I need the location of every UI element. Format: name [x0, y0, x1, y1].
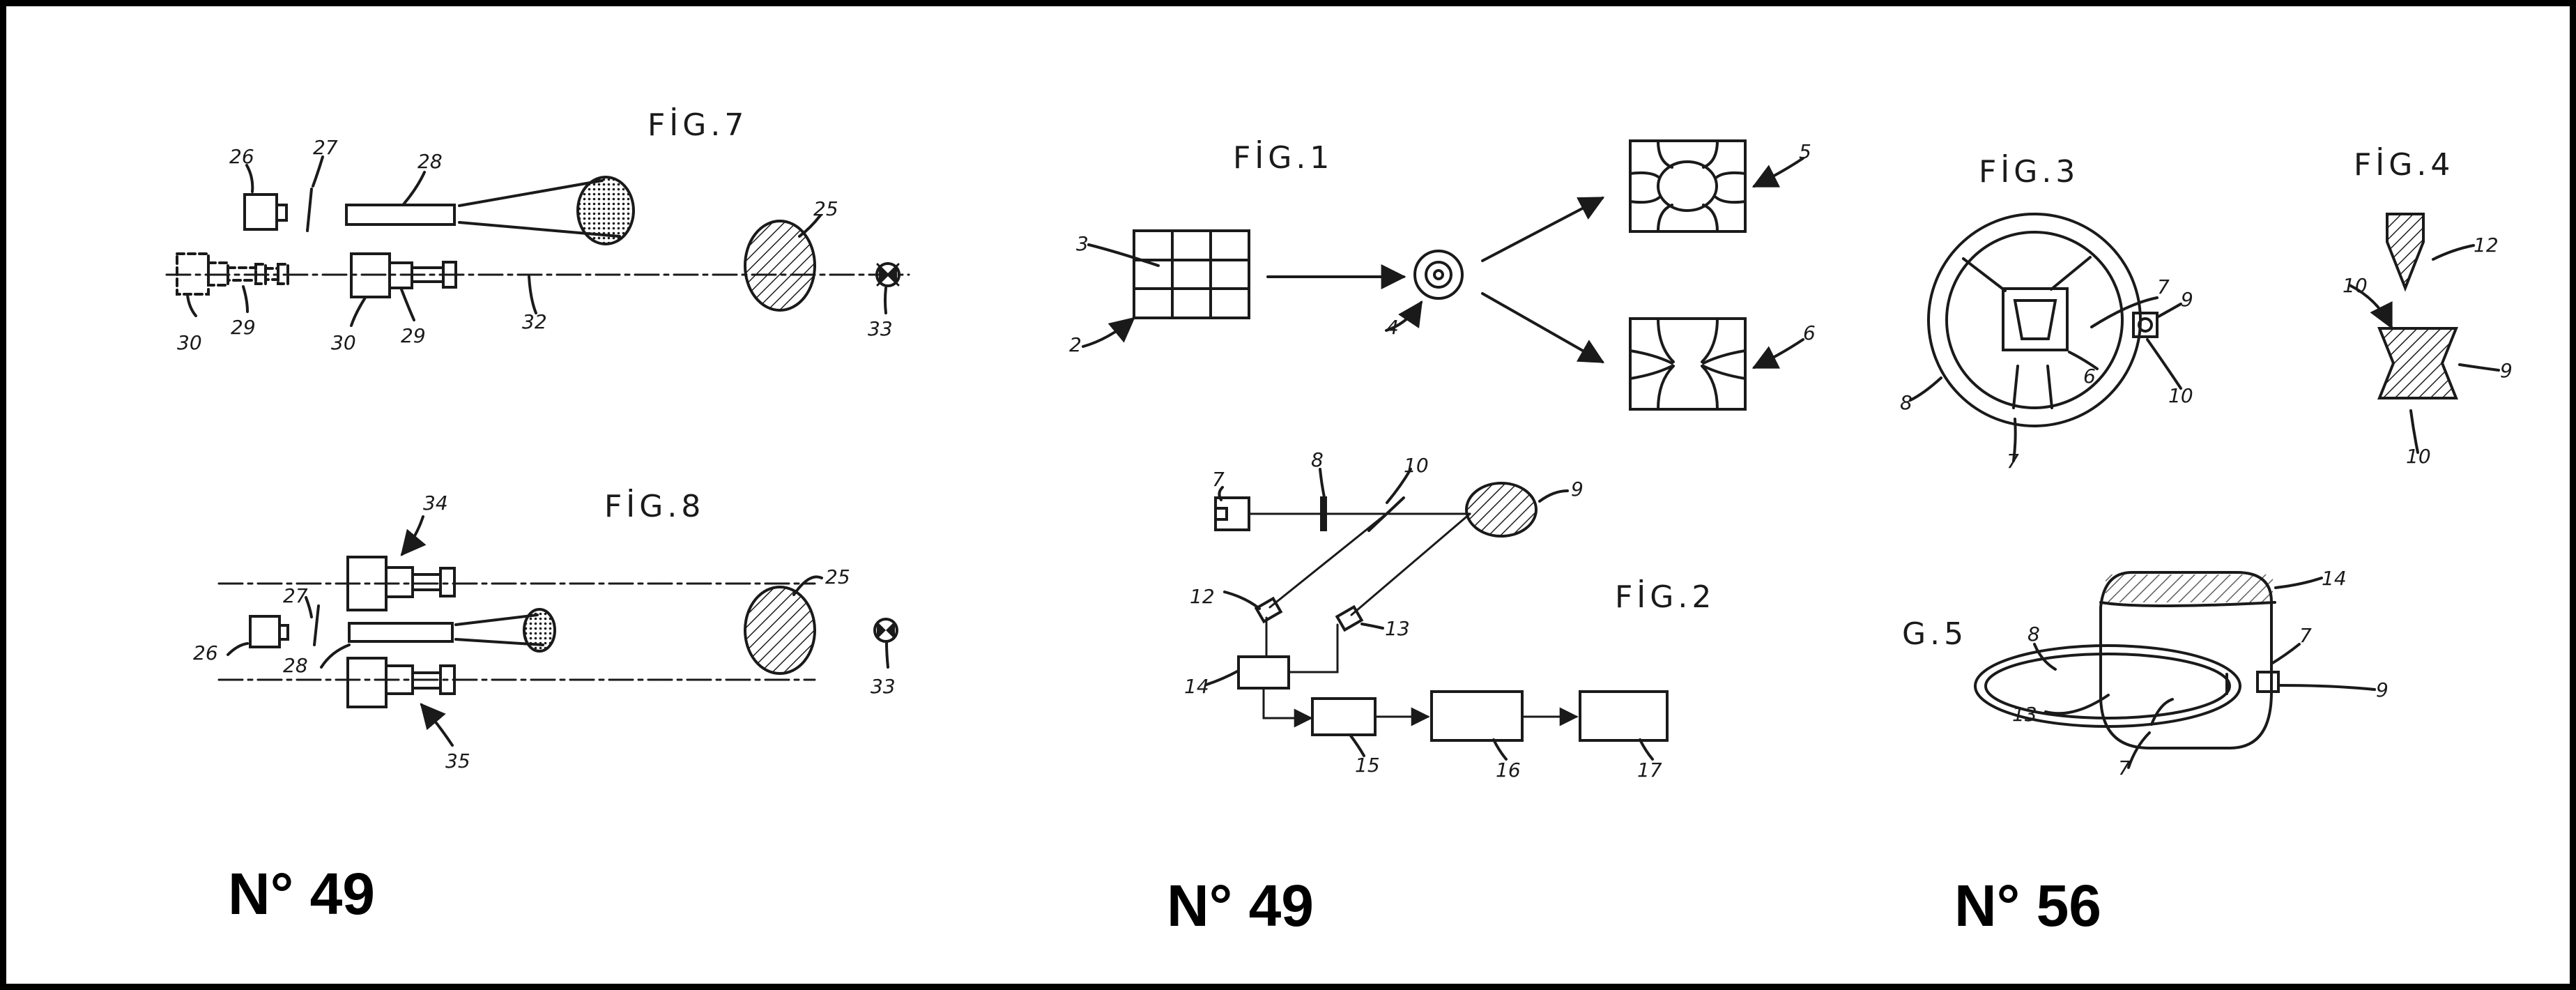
box-17 — [1579, 690, 1669, 742]
patent-drawings: FİG.7 — [165, 107, 2513, 782]
figure-5: G.5 — [1902, 571, 2376, 769]
ref-f8-25: 25 — [825, 565, 850, 588]
ref-f4-10a: 10 — [2343, 274, 2368, 297]
figure-2: FİG.2 — [1205, 468, 1715, 761]
ref-f2-7: 7 — [1212, 468, 1225, 491]
ref-f5-7a: 7 — [2299, 624, 2312, 647]
slab-28 — [345, 204, 456, 226]
ref-f4-10b: 10 — [2406, 445, 2431, 468]
ref-f1-4: 4 — [1386, 316, 1399, 339]
ref-f7-25: 25 — [813, 197, 838, 220]
ref-f8-28: 28 — [283, 654, 308, 677]
hatched-target-25-fig8 — [744, 586, 816, 675]
ref-f2-14: 14 — [1184, 675, 1209, 698]
box-15 — [1311, 697, 1377, 736]
ref-f5-14: 14 — [2322, 567, 2347, 590]
ref-f1-3: 3 — [1076, 232, 1089, 255]
box-14 — [1237, 655, 1290, 690]
ref-f5-7b: 7 — [2118, 756, 2131, 779]
ref-f1-6: 6 — [1803, 321, 1816, 344]
sample-9 — [1465, 482, 1538, 538]
fig8-title: FİG.8 — [604, 488, 705, 524]
ref-f7-29b: 29 — [401, 324, 426, 347]
ref-f7-32: 32 — [522, 310, 547, 333]
ref-f3-8: 8 — [1900, 391, 1912, 414]
figure-1: FİG.1 — [1082, 139, 1804, 411]
plate-number-right: N° 56 — [1954, 873, 2102, 938]
grid-3 — [1133, 229, 1250, 319]
ref-f8-34: 34 — [423, 492, 448, 515]
ref-f1-2: 2 — [1069, 333, 1082, 356]
ref-f7-33: 33 — [868, 317, 893, 340]
slab-28-fig8 — [348, 622, 454, 643]
distorted-pattern-6 — [1629, 317, 1747, 411]
figure-3: FİG.3 — [1909, 153, 2182, 462]
plate-number-left: N° 49 — [228, 861, 376, 927]
figure-7: FİG.7 — [165, 107, 910, 327]
ref-f7-28: 28 — [417, 150, 443, 173]
fig3-title: FİG.3 — [1979, 153, 2079, 190]
box-16 — [1430, 690, 1524, 742]
figure-8: FİG.8 — [217, 488, 898, 747]
ref-f3-7b: 7 — [2007, 450, 2019, 473]
ref-f4-9: 9 — [2500, 359, 2513, 382]
ref-f2-8: 8 — [1311, 448, 1324, 471]
ref-f7-27: 27 — [313, 136, 338, 159]
ref-f8-33: 33 — [871, 675, 896, 698]
detector-33 — [875, 262, 900, 287]
fig2-title: FİG.2 — [1615, 579, 1715, 615]
notched-block-9 — [2377, 327, 2458, 399]
device-35 — [346, 657, 388, 708]
ref-f2-16: 16 — [1496, 759, 1521, 782]
fig5-title: G.5 — [1902, 616, 1968, 652]
distorted-pattern-5 — [1629, 139, 1747, 233]
ref-f3-10: 10 — [2168, 384, 2193, 407]
inner-square-6 — [2002, 287, 2069, 351]
camera-26 — [243, 193, 278, 231]
ref-f2-9: 9 — [1571, 478, 1584, 501]
ref-f7-30b: 30 — [331, 331, 356, 354]
plate-number-center: N° 49 — [1167, 873, 1314, 938]
target-disc-cone-end — [576, 176, 635, 245]
ref-f2-17: 17 — [1637, 759, 1662, 782]
ref-f7-29a: 29 — [231, 316, 256, 339]
ref-f8-35: 35 — [445, 749, 470, 772]
lens-4 — [1413, 250, 1464, 300]
fig7-title: FİG.7 — [647, 107, 748, 143]
camera-26-fig8 — [249, 615, 281, 648]
clip-9 — [2132, 312, 2159, 338]
outer-ring-8 — [1927, 213, 2142, 427]
ref-f8-27: 27 — [283, 584, 308, 607]
fig1-title: FİG.1 — [1233, 139, 1333, 176]
ref-f5-8: 8 — [2027, 623, 2040, 646]
ref-f1-5: 5 — [1799, 140, 1811, 163]
ref-f3-6: 6 — [2083, 365, 2096, 388]
ref-f2-15: 15 — [1355, 754, 1380, 777]
ref-f2-12: 12 — [1190, 585, 1215, 608]
figure-4: FİG.4 — [2348, 146, 2500, 454]
wedge-12 — [2386, 213, 2425, 292]
ref-f8-26: 26 — [193, 641, 218, 664]
ref-f3-7a: 7 — [2157, 275, 2170, 298]
ref-f2-10: 10 — [1404, 454, 1429, 477]
ref-f3-9: 9 — [2181, 288, 2193, 311]
ref-f5-13: 13 — [2012, 703, 2037, 726]
fig4-title: FİG.4 — [2354, 146, 2454, 183]
hatched-target-25 — [744, 220, 816, 312]
ref-f2-13: 13 — [1385, 617, 1410, 640]
laser-7 — [1214, 496, 1250, 531]
reference-numerals: 26 27 28 25 30 29 30 29 32 33 34 27 26 2… — [177, 136, 2513, 782]
ref-f4-12: 12 — [2474, 234, 2499, 257]
ref-f7-26: 26 — [229, 145, 254, 168]
ref-f5-9: 9 — [2376, 678, 2389, 701]
ref-f7-30a: 30 — [177, 331, 202, 354]
